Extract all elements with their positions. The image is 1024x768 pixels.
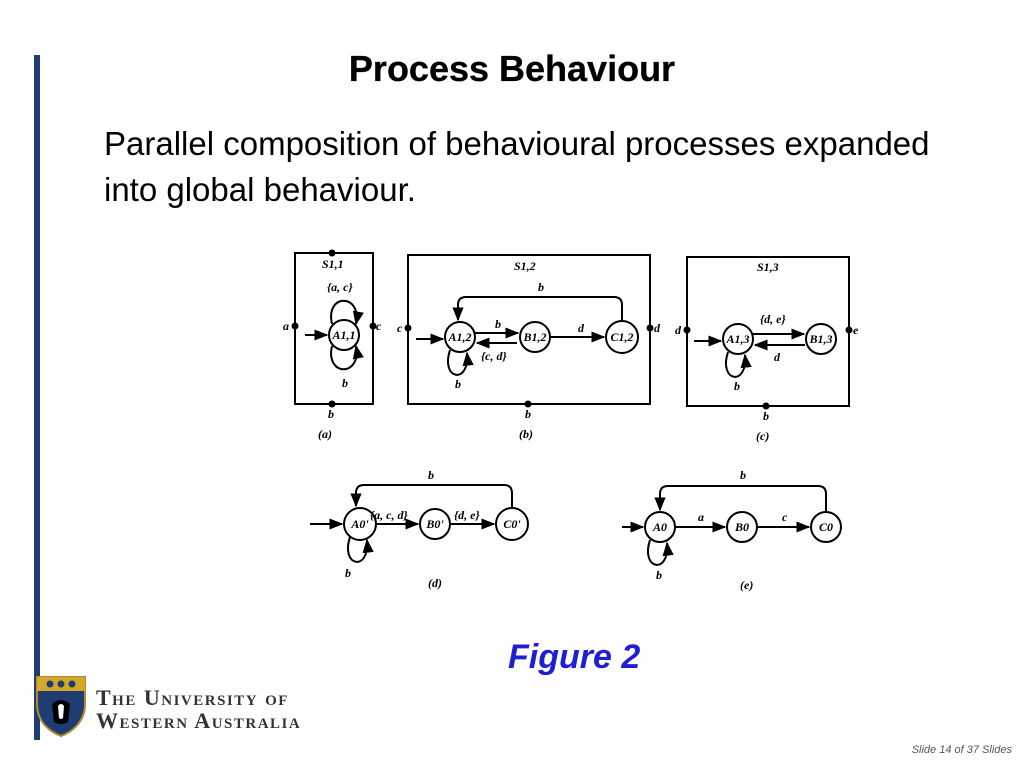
svg-text:c: c <box>782 510 788 524</box>
svg-text:b: b <box>328 407 334 421</box>
svg-text:b: b <box>495 317 501 331</box>
panel-e <box>622 485 842 566</box>
svg-text:a: a <box>283 319 289 333</box>
svg-text:b: b <box>455 377 461 391</box>
svg-text:b: b <box>538 280 544 294</box>
svg-text:b: b <box>656 568 662 582</box>
caption-b: (b) <box>519 427 533 441</box>
caption-e: (e) <box>740 578 753 592</box>
panel-a <box>291 249 377 408</box>
edge-b-back <box>452 296 623 322</box>
svg-text:C0': C0' <box>503 517 521 531</box>
state-diagram-figure: S1,1 A1,1 {a, c} b a c b (a) S1,2 A1,2 B… <box>283 249 859 592</box>
self-loop-b <box>447 349 474 376</box>
port-a-right <box>369 322 377 330</box>
state-a11 <box>328 319 360 351</box>
label-s12: S1,2 <box>514 259 536 273</box>
svg-text:b: b <box>428 468 434 482</box>
svg-text:{a, c}: {a, c} <box>327 280 354 294</box>
svg-text:d: d <box>675 323 682 337</box>
svg-text:A0: A0 <box>652 520 667 534</box>
svg-text:A1,2: A1,2 <box>447 330 471 344</box>
label-s13: S1,3 <box>757 260 779 274</box>
svg-text:B1,3: B1,3 <box>808 332 832 346</box>
svg-text:a: a <box>698 510 704 524</box>
slide-number: Slide 14 of 37 Slides <box>911 744 1012 756</box>
svg-text:c: c <box>376 319 382 333</box>
svg-text:{d, e}: {d, e} <box>760 312 787 326</box>
svg-text:{c, d}: {c, d} <box>481 349 508 363</box>
svg-text:b: b <box>345 566 351 580</box>
svg-text:d: d <box>774 350 781 364</box>
svg-text:B1,2: B1,2 <box>522 330 546 344</box>
self-loop-d <box>347 536 374 563</box>
left-accent-bar <box>34 55 40 740</box>
state-a12 <box>444 321 476 353</box>
state-b13 <box>805 323 837 355</box>
panel-c <box>683 256 853 410</box>
self-loop-e <box>647 539 674 566</box>
panel-b <box>404 254 654 408</box>
caption-a: (a) <box>318 427 332 441</box>
svg-text:b: b <box>342 376 348 390</box>
svg-text:c: c <box>397 321 403 335</box>
svg-text:d: d <box>654 321 661 335</box>
state-a13 <box>722 323 754 355</box>
label-a11: A1,1 <box>331 328 355 342</box>
university-crest-logo <box>36 676 86 738</box>
caption-d: (d) <box>428 576 442 590</box>
port-a-left <box>291 322 299 330</box>
port-a-bottom <box>328 400 336 408</box>
svg-text:B0: B0 <box>734 520 749 534</box>
svg-text:b: b <box>525 407 531 421</box>
svg-text:b: b <box>734 379 740 393</box>
caption-c: (c) <box>756 429 769 443</box>
svg-text:b: b <box>740 468 746 482</box>
university-name: The University of Western Australia <box>96 686 301 732</box>
edge-d-back <box>350 484 513 508</box>
panel-d <box>310 484 529 563</box>
svg-text:A1,3: A1,3 <box>725 332 749 346</box>
svg-text:B0': B0' <box>425 517 444 531</box>
edge-e-back <box>654 485 827 512</box>
self-loop-c <box>725 351 752 378</box>
svg-text:{d, e}: {d, e} <box>454 508 481 522</box>
figure-label: Figure 2 <box>508 638 641 676</box>
university-name-line1: The University of <box>96 685 289 710</box>
svg-text:A0': A0' <box>350 517 369 531</box>
university-name-line2: Western Australia <box>96 708 302 733</box>
svg-text:d: d <box>578 321 585 335</box>
svg-text:C0: C0 <box>819 520 833 534</box>
port-a-top <box>328 249 336 257</box>
self-loop-a-top <box>330 299 364 326</box>
svg-text:b: b <box>763 409 769 423</box>
state-c0 <box>810 511 842 543</box>
svg-text:e: e <box>853 323 859 337</box>
label-s11: S1,1 <box>322 257 344 271</box>
slide-title: Process Behaviour <box>348 48 676 89</box>
slide-body-text: Parallel composition of behavioural proc… <box>104 125 930 208</box>
self-loop-a-bottom <box>330 344 364 371</box>
svg-text:{a, c, d}: {a, c, d} <box>370 508 409 522</box>
svg-text:C1,2: C1,2 <box>610 330 633 344</box>
